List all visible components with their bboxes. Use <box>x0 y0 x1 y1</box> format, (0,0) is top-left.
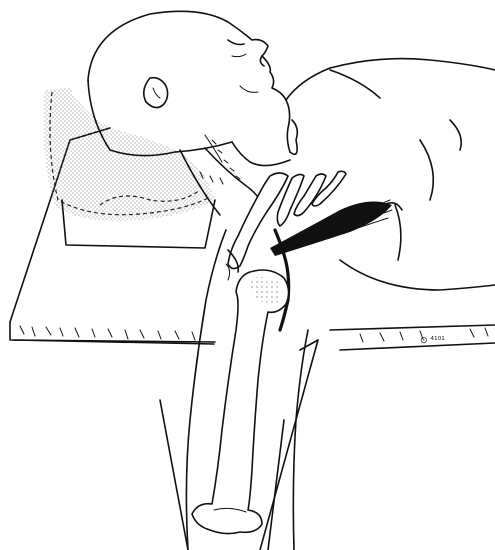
ear-icon <box>144 78 168 108</box>
svg-text:⊙ ⁴¹⁰¹: ⊙ ⁴¹⁰¹ <box>420 336 445 346</box>
table-markings: ⊙ ⁴¹⁰¹ <box>420 336 445 346</box>
